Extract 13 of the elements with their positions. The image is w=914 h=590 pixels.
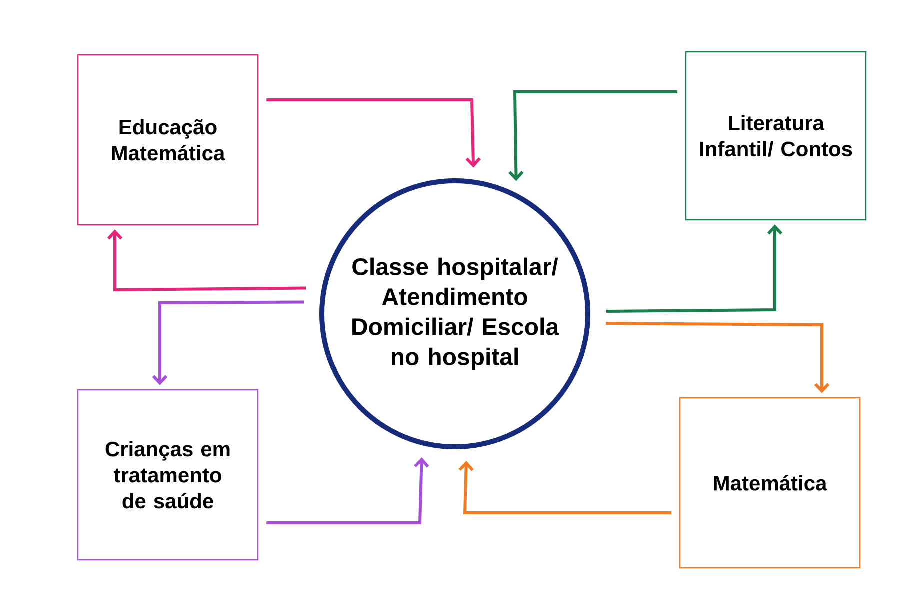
arrow xyxy=(152,300,304,386)
text-box: Educação Matemática xyxy=(77,54,259,226)
arrow xyxy=(508,90,678,182)
circle-node: Classe hospitalar/ Atendimento Domiciliar/ Escola no hospital xyxy=(320,178,590,450)
arrow xyxy=(606,322,830,394)
text-box: Literatura Infantil/ Contos xyxy=(685,51,867,221)
arrow xyxy=(266,98,481,168)
arrow xyxy=(606,224,783,313)
text-box: Crianças em tratamento de saúde xyxy=(77,389,259,561)
text-box: Matemática xyxy=(679,397,861,569)
arrow xyxy=(107,230,306,292)
arrow xyxy=(266,457,430,524)
arrow xyxy=(458,460,672,514)
